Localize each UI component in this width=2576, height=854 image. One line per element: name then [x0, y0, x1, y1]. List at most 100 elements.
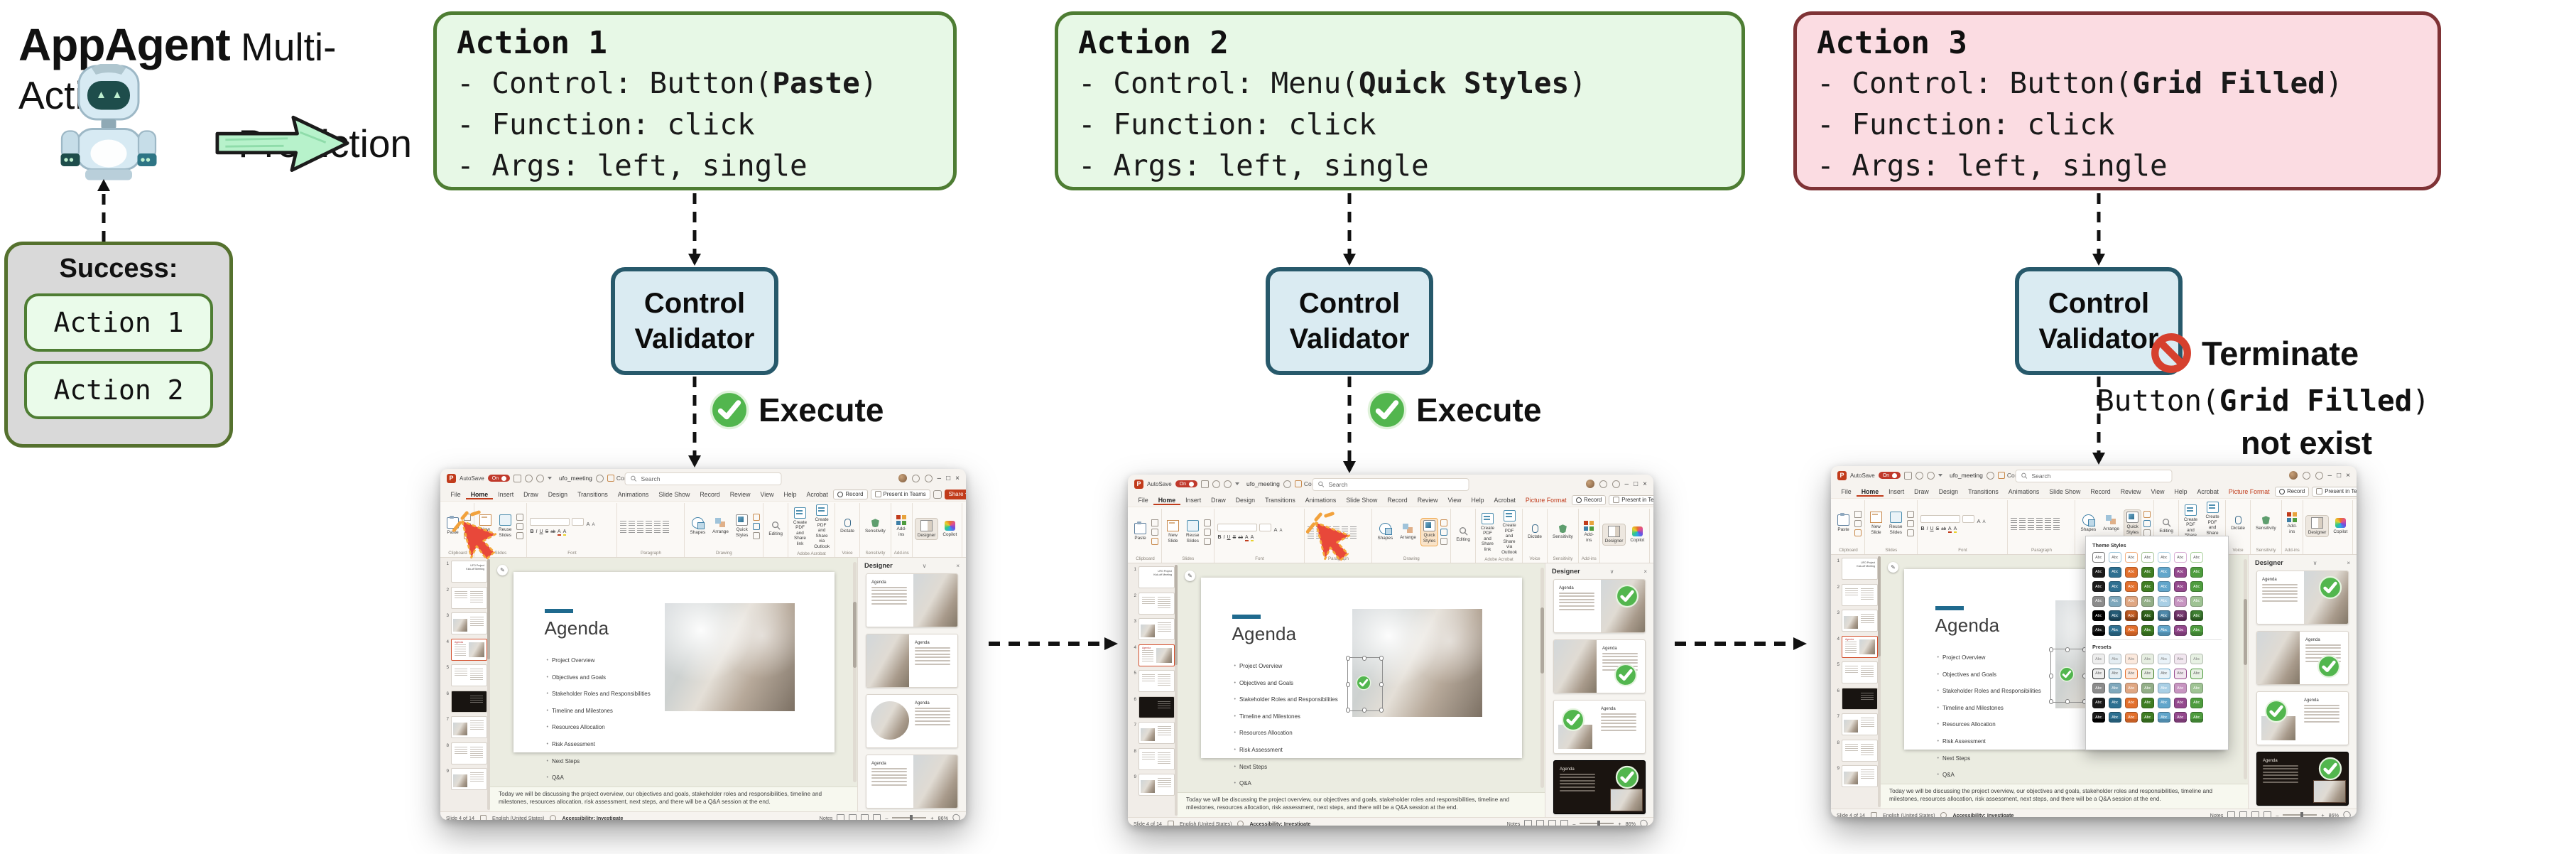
- dictate-button[interactable]: Dictate: [2229, 514, 2247, 533]
- designer-close-icon[interactable]: ×: [956, 562, 960, 569]
- selection-handle[interactable]: [1345, 656, 1350, 661]
- ideas-bulb-icon[interactable]: [1599, 480, 1607, 488]
- tab-design[interactable]: Design: [1938, 487, 1959, 495]
- slide-sorter-icon[interactable]: [849, 814, 857, 820]
- tab-help[interactable]: Help: [1471, 496, 1484, 504]
- sensitivity-button[interactable]: Sensitivity: [2254, 514, 2278, 533]
- style-swatch[interactable]: Abc: [2125, 552, 2138, 563]
- slide-thumbnail-8[interactable]: 8: [442, 742, 489, 764]
- tab-animations[interactable]: Animations: [1305, 496, 1337, 504]
- style-swatch[interactable]: Abc: [2109, 610, 2121, 621]
- style-swatch[interactable]: Abc: [2141, 595, 2154, 607]
- style-swatch[interactable]: Abc: [2141, 683, 2154, 693]
- selection-handle[interactable]: [1379, 708, 1384, 713]
- share-button[interactable]: Share: [944, 489, 966, 499]
- slide-thumbnail-6[interactable]: 6: [1833, 687, 1879, 710]
- font-size-box[interactable]: [572, 517, 585, 526]
- align-format-icon[interactable]: [2028, 524, 2035, 530]
- style-swatch[interactable]: Abc: [2174, 683, 2187, 693]
- style-swatch[interactable]: Abc: [2141, 552, 2154, 563]
- designer-close-icon[interactable]: ×: [2347, 559, 2350, 566]
- redo-icon[interactable]: [1927, 471, 1935, 480]
- dictate-button[interactable]: Dictate: [838, 517, 857, 536]
- status-language[interactable]: English (United States): [1882, 811, 1935, 818]
- style-swatch[interactable]: Abc: [2109, 566, 2121, 578]
- list-format-icon[interactable]: [2019, 517, 2026, 523]
- section-icon[interactable]: [1907, 529, 1915, 536]
- style-swatch[interactable]: Abc: [2092, 712, 2105, 723]
- italic-icon[interactable]: I: [1223, 534, 1225, 540]
- tab-picture-format[interactable]: Picture Format: [1525, 496, 1567, 504]
- designer-close-icon[interactable]: ×: [1643, 568, 1647, 575]
- tab-design[interactable]: Design: [1235, 496, 1256, 504]
- style-swatch[interactable]: Abc: [2158, 712, 2170, 723]
- autosave-toggle[interactable]: On: [1175, 480, 1198, 487]
- notes-pane[interactable]: Today we will be discussing the project …: [490, 787, 857, 811]
- minimize-button[interactable]: –: [937, 474, 942, 482]
- layout-icon[interactable]: [1204, 519, 1212, 526]
- copy-icon[interactable]: [1151, 529, 1158, 536]
- reset-icon[interactable]: [1204, 529, 1212, 536]
- style-swatch[interactable]: Abc: [2158, 683, 2170, 693]
- fit-to-window-icon[interactable]: [1638, 818, 1649, 826]
- record-button[interactable]: Record: [2275, 486, 2310, 497]
- list-format-icon[interactable]: [629, 520, 636, 526]
- list-format-icon[interactable]: [1333, 526, 1340, 531]
- ideas-bulb-icon[interactable]: [2302, 471, 2310, 480]
- style-swatch[interactable]: Abc: [2158, 595, 2170, 607]
- thumbs-scrollbar[interactable]: [487, 559, 490, 810]
- design-suggestion-4[interactable]: Agenda: [866, 755, 958, 809]
- slide-sorter-icon[interactable]: [1536, 820, 1545, 826]
- photo-selection-box[interactable]: [2048, 647, 2087, 704]
- align-format-icon[interactable]: [2011, 524, 2018, 530]
- close-button[interactable]: ×: [2346, 471, 2350, 480]
- pen-mode-icon[interactable]: [924, 474, 933, 482]
- underline-icon[interactable]: U: [1930, 526, 1934, 531]
- pen-mode-icon[interactable]: [2315, 471, 2323, 480]
- tab-view[interactable]: View: [1447, 496, 1462, 504]
- maximize-button[interactable]: □: [2337, 471, 2342, 480]
- style-swatch[interactable]: Abc: [2158, 668, 2170, 679]
- minimize-button[interactable]: –: [1624, 480, 1629, 488]
- list-format-icon[interactable]: [1350, 526, 1357, 531]
- slideshow-icon[interactable]: [2263, 811, 2272, 817]
- slide-thumbnail-5[interactable]: 5: [1833, 661, 1879, 683]
- zoom-in-button[interactable]: +: [2321, 811, 2325, 818]
- strikethrough-icon[interactable]: S: [1232, 534, 1237, 540]
- tab-transitions[interactable]: Transitions: [1968, 487, 1999, 495]
- style-swatch[interactable]: Abc: [2109, 654, 2121, 664]
- shape-outline-icon[interactable]: [753, 523, 761, 530]
- zoom-out-button[interactable]: –: [1572, 820, 1576, 826]
- slide-canvas[interactable]: Agenda•Project Overview•Objectives and G…: [513, 572, 835, 781]
- tab-file[interactable]: File: [450, 490, 461, 498]
- bold-icon[interactable]: B: [1217, 534, 1222, 540]
- tab-picture-format[interactable]: Picture Format: [2228, 487, 2270, 495]
- tab-transitions[interactable]: Transitions: [1265, 496, 1295, 504]
- highlight-icon[interactable]: A: [1250, 534, 1254, 541]
- create-pdf-outlook-button[interactable]: Create PDF and Share via Outlook: [1499, 509, 1519, 556]
- style-swatch[interactable]: Abc: [2092, 610, 2105, 621]
- zoom-out-button[interactable]: –: [885, 814, 888, 821]
- slide-thumbnail-3[interactable]: 3: [442, 612, 489, 634]
- designer-button[interactable]: Designer: [1602, 523, 1626, 546]
- new-slide-button[interactable]: New Slide: [1868, 510, 1884, 536]
- style-swatch[interactable]: Abc: [2141, 697, 2154, 708]
- designer-collapse-icon[interactable]: ∨: [922, 562, 927, 569]
- style-swatch[interactable]: Abc: [2125, 625, 2138, 636]
- selection-handle[interactable]: [2048, 674, 2053, 679]
- status-comment-icon[interactable]: [1870, 811, 1877, 817]
- selection-handle[interactable]: [1379, 682, 1384, 687]
- zoom-in-button[interactable]: +: [930, 814, 934, 821]
- more-commands-chevron-icon[interactable]: [548, 477, 553, 480]
- shape-fill-icon[interactable]: [1440, 519, 1448, 526]
- style-swatch[interactable]: Abc: [2174, 697, 2187, 708]
- design-suggestion-4[interactable]: Agenda: [1553, 760, 1646, 814]
- minimize-button[interactable]: –: [2327, 471, 2332, 480]
- shape-fill-icon[interactable]: [753, 514, 761, 521]
- zoom-slider[interactable]: [1580, 821, 1614, 826]
- shapes-button[interactable]: Shapes: [1375, 521, 1395, 543]
- style-swatch[interactable]: Abc: [2158, 625, 2170, 636]
- slide-thumbnail-6[interactable]: 6: [1130, 696, 1176, 718]
- tab-record[interactable]: Record: [1387, 496, 1408, 504]
